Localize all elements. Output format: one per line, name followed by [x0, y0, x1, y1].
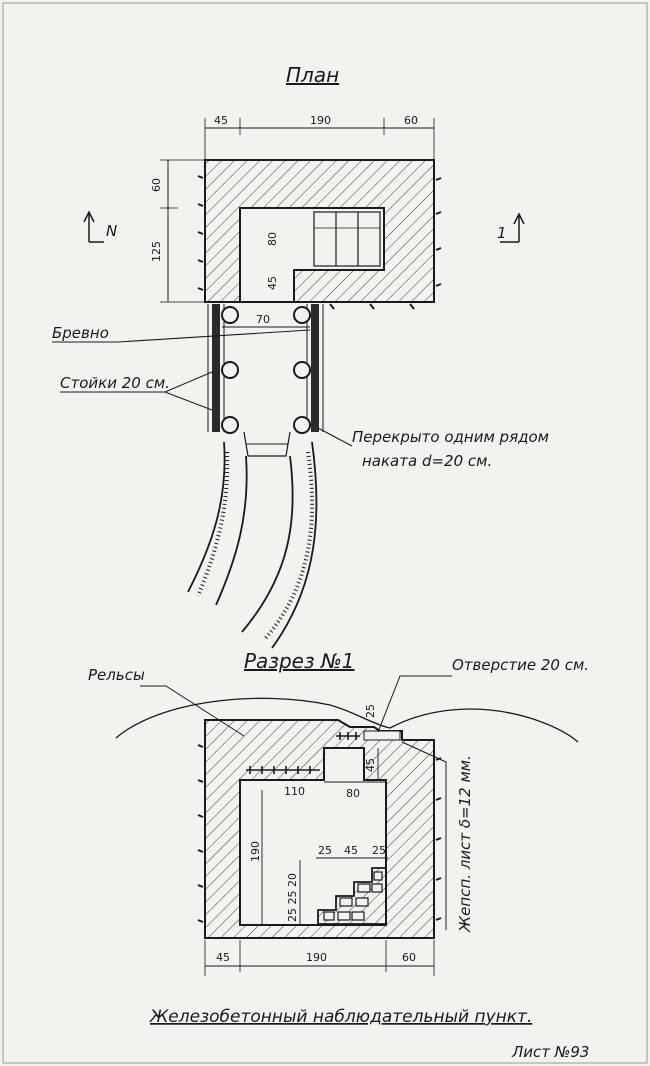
plan-title: План [286, 63, 339, 87]
plan-dim-top-mid: 190 [310, 114, 331, 127]
plan-dim-top-right: 60 [404, 114, 418, 127]
section-dim-110: 110 [284, 785, 305, 798]
north-arrow [83, 210, 104, 243]
section-opening [363, 730, 401, 741]
section-dim-bottom-left: 45 [216, 951, 230, 964]
plan-chamber-outline [239, 207, 385, 302]
section-ground-line [115, 697, 579, 743]
curved-trench [187, 441, 318, 649]
drawing-caption: Железобетонный наблюдательный пункт. [149, 1007, 532, 1027]
trench-entrance [243, 431, 291, 457]
sheet-number: Лист №93 [511, 1043, 589, 1061]
plan-dim-70: 70 [256, 313, 270, 326]
label-posts: Стойки 20 см. [60, 374, 170, 392]
label-sheet-steel: Жепсп. лист δ=12 мм. [456, 755, 474, 933]
opening-leader [377, 675, 452, 733]
label-rails: Рельсы [88, 666, 145, 684]
section-bottom-dimension: 45 190 60 [204, 940, 435, 976]
plan-ground-ticks [197, 175, 442, 310]
plan-top-dimension: 45 190 60 [204, 114, 435, 162]
plan-dim-left-bottom: 125 [150, 241, 163, 262]
section-dim-45-mid: 45 [344, 844, 358, 857]
section-dim-25-top: 25 [364, 704, 377, 718]
plan-dim-80: 80 [266, 232, 279, 246]
plan-dim-left-top: 60 [150, 178, 163, 192]
section-rails [246, 732, 360, 774]
section-dim-25-a: 25 [318, 844, 332, 857]
plan-left-dimension: 60 125 [150, 159, 205, 303]
section-dim-80: 80 [346, 787, 360, 800]
section-ground-ticks [197, 744, 442, 923]
label-opening: Отверстие 20 см. [452, 656, 589, 674]
section-steps [317, 867, 387, 925]
plan-steps [313, 211, 381, 267]
section-dim-190: 190 [249, 841, 262, 862]
section-dim-stack: 25 25 20 [286, 873, 299, 922]
plan-dim-45: 45 [266, 276, 279, 290]
rails-leader [140, 685, 245, 737]
section-inner-dimensions [261, 748, 388, 925]
log-posts [221, 306, 311, 434]
section-concrete-wall [204, 719, 435, 939]
section-dim-bottom-mid: 190 [306, 951, 327, 964]
section-title: Разрез №1 [244, 649, 354, 673]
label-logs: Бревно [52, 324, 109, 342]
section-marker-label: 1 [497, 224, 507, 242]
label-cover-line1: Перекрыто одним рядом [352, 428, 549, 446]
plan-passage-dimension: 70 [222, 313, 310, 328]
label-cover-line2: наката d=20 см. [362, 452, 492, 470]
section-marker [500, 212, 525, 243]
section-dim-bottom-right: 60 [402, 951, 416, 964]
plan-leaders [52, 329, 353, 447]
steel-sheet-leader [401, 741, 447, 930]
north-label: N [106, 222, 117, 240]
section-dim-25-b: 25 [372, 844, 386, 857]
plan-dim-top-left: 45 [214, 114, 228, 127]
section-dim-45-right: 45 [364, 758, 377, 772]
